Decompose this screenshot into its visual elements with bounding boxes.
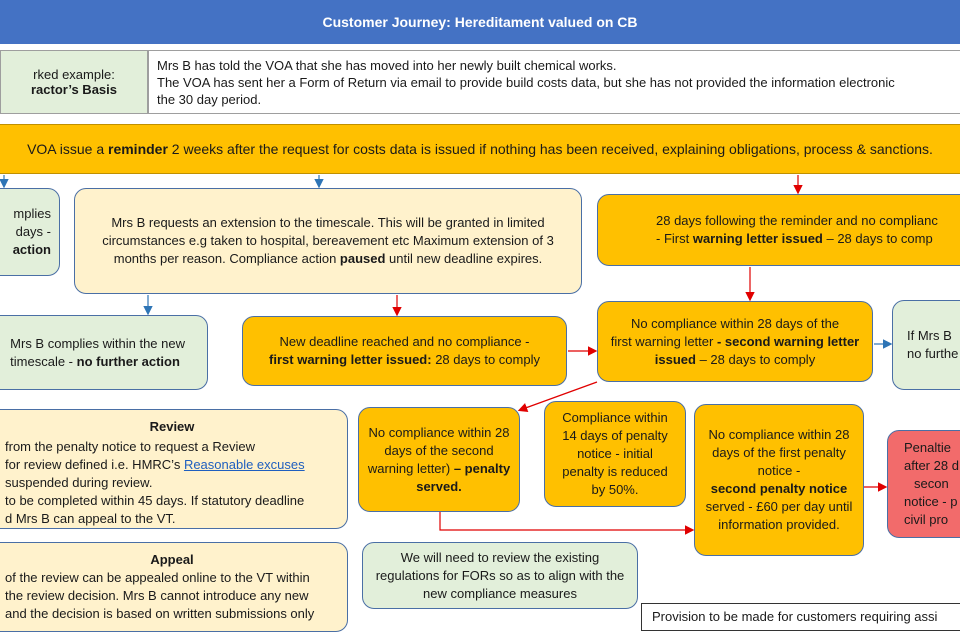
- reminder28-pre: - First: [656, 231, 693, 246]
- reminder28-box: 28 days following the reminder and no co…: [597, 194, 960, 266]
- reminder-post: 2 weeks after the request for costs data…: [167, 141, 933, 157]
- arrow-penalty-to-second-penalty: [439, 512, 695, 535]
- complies-line2: days -: [15, 224, 51, 239]
- second-warning-box: No compliance within 28 days of the firs…: [597, 301, 873, 382]
- review-heading: Review: [149, 419, 195, 434]
- reminder-pre: VOA issue a: [27, 141, 108, 157]
- regulations-box: We will need to review the existing regu…: [362, 542, 638, 609]
- review-line5: d Mrs B can appeal to the VT.: [5, 511, 176, 526]
- new-timescale-line1: Mrs B complies within the new: [10, 335, 185, 351]
- regulations-text: We will need to review the existing regu…: [375, 549, 625, 601]
- extension-post: until new deadline expires.: [385, 251, 543, 266]
- if-mrs-b-box: If Mrs B no furthe: [892, 300, 960, 390]
- appeal-heading: Appeal: [150, 552, 194, 567]
- new-timescale-pre: timescale -: [10, 353, 77, 369]
- review-line1: from the penalty notice to request a Rev…: [5, 439, 256, 454]
- reminder28-post: – 28 days to comp: [822, 231, 933, 246]
- appeal-line1: of the review can be appealed online to …: [5, 570, 310, 585]
- new-timescale-bold: no further action: [76, 353, 180, 369]
- penalty-served-bold: – penalty served.: [416, 460, 511, 494]
- new-deadline-post: 28 days to comply: [431, 352, 540, 367]
- penalties-line3: secon: [914, 476, 949, 491]
- reminder-banner: VOA issue a reminder 2 weeks after the r…: [0, 124, 960, 174]
- penalty-served-box: No compliance within 28 days of the seco…: [358, 407, 520, 512]
- worked-example-line1: Mrs B has told the VOA that she has move…: [157, 58, 617, 73]
- appeal-line3: and the decision is based on written sub…: [5, 606, 315, 621]
- new-timescale-box: Mrs B complies within the new timescale …: [0, 315, 208, 390]
- worked-example-label-line2: ractor’s Basis: [31, 82, 117, 97]
- new-deadline-box: New deadline reached and no compliance -…: [242, 316, 567, 386]
- reminder-bold: reminder: [108, 141, 168, 157]
- second-penalty-post: served - £60 per day until information p…: [705, 499, 853, 532]
- appeal-box: Appeal of the review can be appealed onl…: [0, 542, 348, 632]
- worked-example-text: Mrs B has told the VOA that she has move…: [148, 50, 960, 114]
- compliance14-text: Compliance within 14 days of penalty not…: [562, 410, 668, 497]
- worked-example-label: rked example: ractor’s Basis: [0, 50, 148, 114]
- worked-example-label-line1: rked example:: [33, 67, 115, 82]
- reasonable-excuses-link[interactable]: Reasonable excuses: [183, 457, 305, 472]
- second-penalty-box: No compliance within 28 days of the firs…: [694, 404, 864, 556]
- extension-bold: paused: [339, 251, 386, 266]
- complies-line3: action: [12, 242, 51, 257]
- penalties-line1: Penaltie: [904, 440, 951, 455]
- review-line3: suspended during review.: [5, 475, 153, 490]
- complies-line1: mplies: [13, 206, 51, 221]
- second-warning-line1: No compliance within 28 days of the: [630, 315, 840, 331]
- arrow-second-warning-to-penalty: [517, 381, 598, 413]
- worked-example-line3: the 30 day period.: [157, 92, 262, 107]
- diagram-title: Customer Journey: Hereditament valued on…: [0, 0, 960, 44]
- reminder28-line1: 28 days following the reminder and no co…: [656, 213, 938, 228]
- compliance14-box: Compliance within 14 days of penalty not…: [544, 401, 686, 507]
- complies-box: mplies days - action: [0, 188, 60, 276]
- penalty-served-text: No compliance within 28 days of the seco…: [367, 424, 510, 476]
- extension-text: Mrs B requests an extension to the times…: [102, 215, 554, 266]
- second-warning-post: – 28 days to comply: [695, 351, 816, 367]
- review-line2-pre: for review defined i.e. HMRC’s: [5, 457, 184, 472]
- penalties-line5: civil pro: [904, 512, 949, 527]
- review-box: Review from the penalty notice to reques…: [0, 409, 348, 529]
- provision-text: Provision to be made for customers requi…: [652, 609, 938, 624]
- penalties-line4: notice - p: [904, 494, 958, 509]
- penalties-box: Penaltie after 28 d secon notice - p civ…: [887, 430, 960, 538]
- second-warning-pre: first warning letter: [610, 333, 717, 349]
- new-deadline-bold: first warning letter issued:: [269, 352, 432, 367]
- reminder28-bold: warning letter issued: [692, 231, 823, 246]
- provision-box: Provision to be made for customers requi…: [641, 603, 960, 631]
- second-penalty-line1: No compliance within 28 days of the firs…: [708, 427, 850, 478]
- extension-box: Mrs B requests an extension to the times…: [74, 188, 582, 294]
- second-penalty-bold: second penalty notice: [710, 481, 848, 496]
- second-warning-bold: - second warning letter issued: [654, 333, 860, 367]
- penalties-line2: after 28 d: [904, 458, 959, 473]
- if-mrs-b-line1: If Mrs B: [907, 328, 952, 343]
- worked-example-line2: The VOA has sent her a Form of Return vi…: [157, 75, 895, 90]
- review-line4: to be completed within 45 days. If statu…: [5, 493, 305, 508]
- new-deadline-line1: New deadline reached and no compliance -: [279, 334, 530, 349]
- appeal-line2: the review decision. Mrs B cannot introd…: [5, 588, 309, 603]
- if-mrs-b-line2: no furthe: [907, 346, 959, 361]
